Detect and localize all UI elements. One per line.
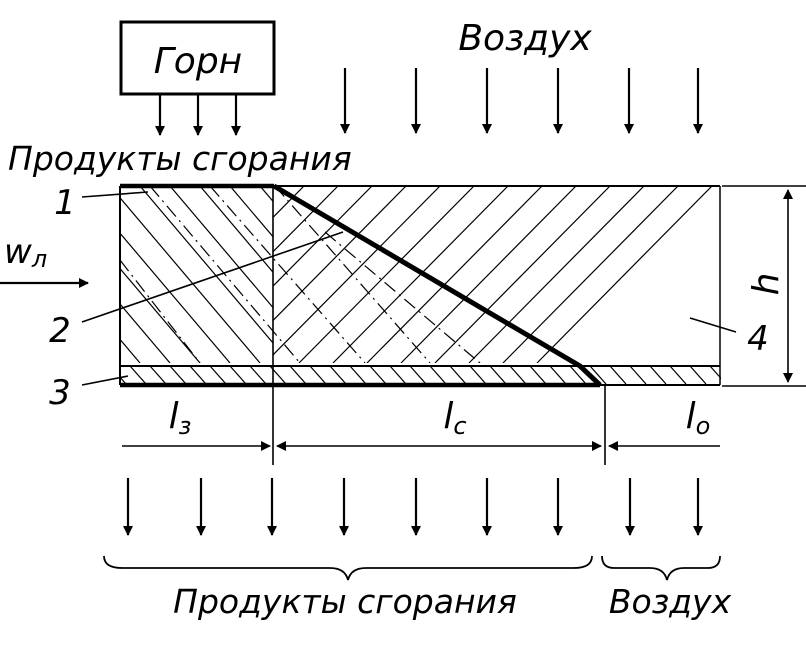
hatch-line — [349, 366, 367, 384]
hatch-line — [120, 303, 171, 363]
products-bottom-label: Продукты сгорания — [173, 582, 517, 621]
air-top-label: Воздух — [458, 18, 592, 59]
zone-sinter-hatch — [0, 186, 713, 363]
hatch-line — [536, 186, 713, 363]
hatch-line — [169, 366, 187, 384]
hatch-line — [629, 366, 647, 384]
hatch-line — [569, 366, 587, 384]
hatch-line — [273, 186, 407, 322]
hatch-line — [709, 366, 721, 380]
hatch-line — [502, 186, 679, 363]
hatch-line — [369, 366, 387, 384]
hatch-line — [400, 186, 577, 363]
hatch-line — [139, 186, 273, 344]
hatch-line — [189, 366, 207, 384]
combustion-front-line — [272, 183, 602, 387]
dash-dot-lines — [120, 186, 481, 363]
air-bottom-label: Воздух — [609, 582, 732, 621]
hatch-line — [469, 366, 487, 384]
hatch-line — [209, 366, 227, 384]
hatch-line — [389, 366, 407, 384]
hatch-line — [434, 186, 611, 363]
hatch-line — [730, 366, 746, 384]
hatch-line — [61, 186, 236, 363]
zone-combustion-label: lс — [443, 396, 466, 440]
hatch-line — [229, 186, 273, 238]
hatch-line — [169, 186, 273, 309]
hatch-line — [366, 186, 543, 363]
hatch-line — [589, 366, 607, 384]
marker-4: 4 — [747, 319, 769, 359]
hatch-line — [95, 186, 270, 363]
hatch-line — [120, 196, 261, 363]
hatch-line — [409, 366, 427, 384]
zone-ignition-label: lз — [169, 396, 192, 440]
marker-leaders — [81, 191, 737, 386]
height-dimension — [722, 185, 806, 387]
air-brace — [601, 555, 721, 581]
hatch-line — [309, 366, 327, 384]
bed-frame — [119, 183, 721, 465]
hatch-line — [549, 366, 567, 384]
bedding-layer-hatch — [120, 366, 746, 384]
furnace-arrows — [155, 95, 241, 136]
velocity-label: wл — [4, 232, 47, 273]
bottom-arrows — [123, 478, 703, 536]
products-top-label: Продукты сгорания — [8, 139, 352, 178]
height-label: h — [746, 273, 787, 296]
hatch-line — [199, 186, 273, 274]
hatch-line — [289, 366, 307, 384]
furnace-label: Горн — [154, 41, 242, 82]
hatch-line — [273, 186, 373, 287]
hatch-line — [249, 366, 267, 384]
hatch-line — [609, 366, 627, 384]
air-top-arrows — [340, 68, 703, 134]
zone-cooling-label: lо — [686, 396, 711, 440]
hatch-line — [298, 186, 475, 363]
hatch-line — [120, 267, 201, 363]
hatch-line — [649, 366, 667, 384]
hatch-line — [259, 186, 273, 203]
hatch-line — [689, 366, 707, 384]
hatch-line — [468, 186, 645, 363]
hatch-line — [149, 366, 167, 384]
hatch-line — [0, 186, 168, 363]
products-brace — [103, 555, 593, 581]
hatch-line — [229, 366, 247, 384]
marker-3: 3 — [49, 373, 71, 413]
hatch-line — [273, 186, 339, 253]
hatch-line — [509, 366, 527, 384]
hatch-line — [529, 366, 547, 384]
hatch-line — [120, 376, 127, 384]
zone-ignition-hatch — [120, 186, 273, 363]
hatch-line — [429, 366, 447, 384]
furnace-box — [119, 20, 276, 96]
hatch-line — [489, 366, 507, 384]
hatch-line — [273, 186, 305, 219]
hatch-line — [120, 232, 231, 363]
marker-1: 1 — [54, 183, 76, 223]
hatch-line — [329, 366, 347, 384]
hatch-line — [449, 366, 467, 384]
hatch-line — [129, 366, 147, 384]
hatch-line — [669, 366, 687, 384]
marker-2: 2 — [49, 311, 71, 351]
